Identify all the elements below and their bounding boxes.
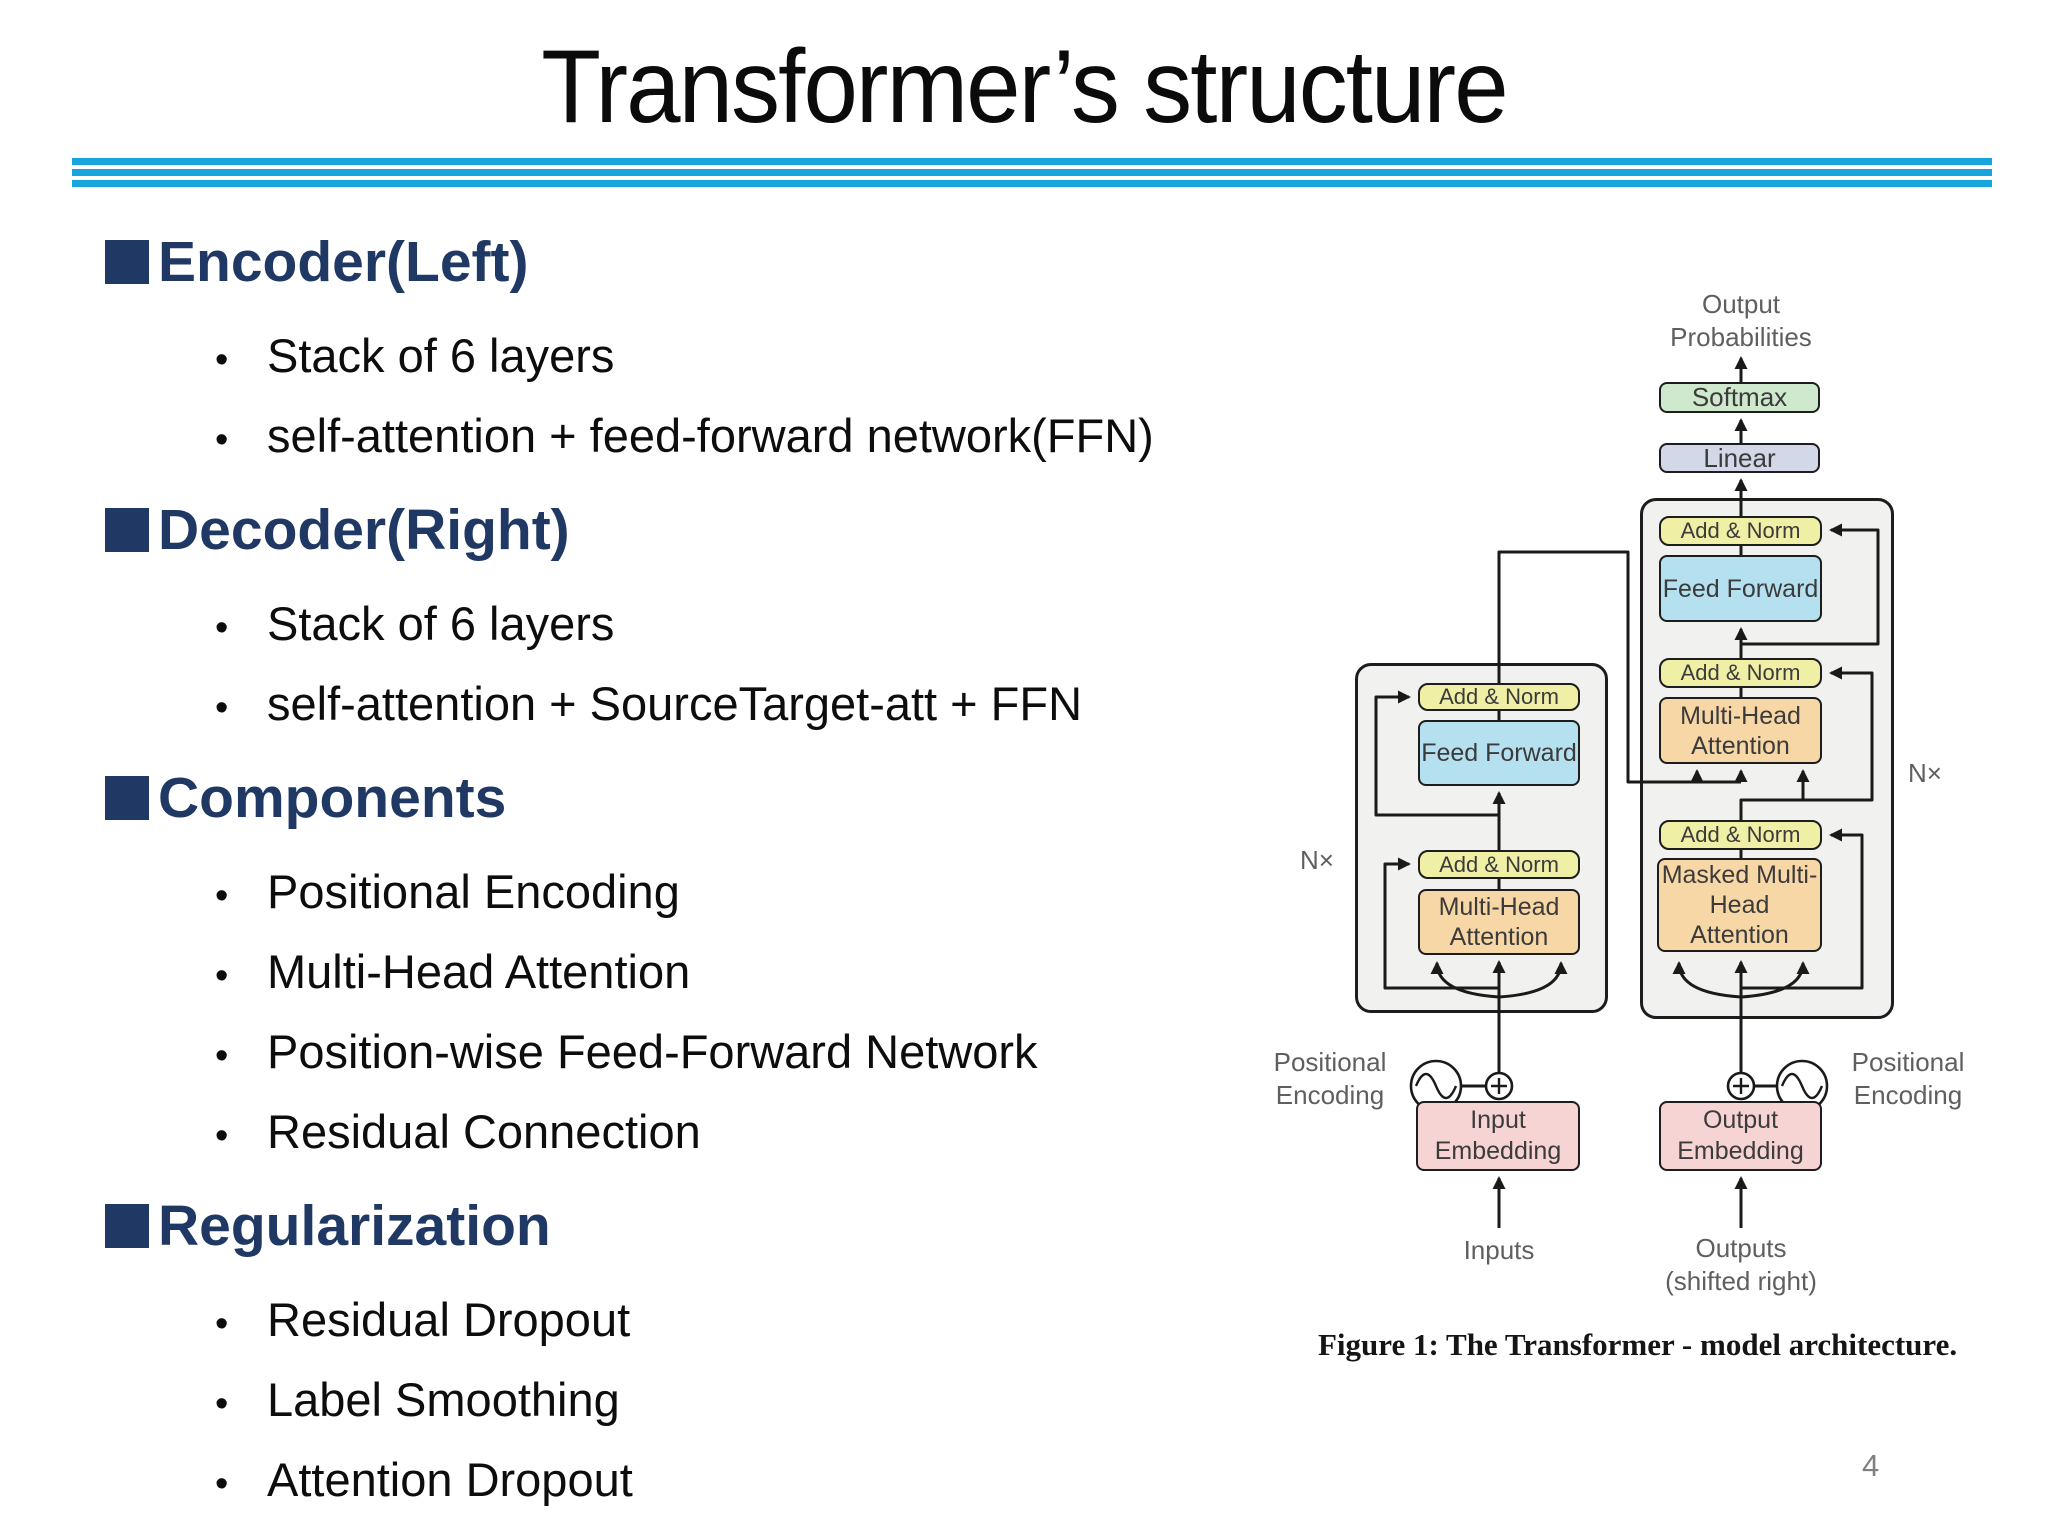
- section-heading-components: Components: [105, 762, 1345, 834]
- title-rule-3: [72, 180, 1992, 187]
- dot-bullet-icon: •: [215, 419, 229, 461]
- inputs-label: Inputs: [1463, 1235, 1535, 1265]
- bullet-text: Residual Dropout: [267, 1293, 631, 1346]
- input-embedding-label: Input Embedding: [1434, 1106, 1562, 1165]
- dot-bullet-icon: •: [215, 955, 229, 997]
- figure-caption: Figure 1: The Transformer - model archit…: [1318, 1327, 1958, 1362]
- bullet-item: • Stack of 6 layers: [105, 586, 1345, 666]
- bullet-item: • self-attention + feed-forward network(F…: [105, 398, 1345, 478]
- feed-forward-label: Feed Forward: [1421, 739, 1577, 767]
- output-embedding-label: Output Embedding: [1677, 1106, 1804, 1165]
- title-rule-1: [72, 158, 1992, 165]
- add-norm-label: Add & Norm: [1680, 660, 1801, 685]
- section-heading-regularization: Regularization: [105, 1190, 1345, 1262]
- section-heading-encoder: Encoder(Left): [105, 226, 1345, 298]
- square-bullet-icon: [105, 240, 149, 284]
- square-bullet-icon: [105, 508, 149, 552]
- bullet-text: Residual Connection: [267, 1105, 701, 1158]
- bullet-item: • Residual Connection: [105, 1094, 1345, 1174]
- softmax-box: Softmax: [1659, 382, 1820, 413]
- linear-box: Linear: [1659, 443, 1820, 473]
- nx-label-left: N×: [1300, 845, 1334, 875]
- add-norm-label: Add & Norm: [1680, 518, 1801, 543]
- output-embedding-box: Output Embedding: [1659, 1101, 1822, 1171]
- section-heading-label: Components: [158, 766, 507, 830]
- bullet-item: • self-attention + SourceTarget-att + FFN: [105, 666, 1345, 746]
- input-embedding-box: Input Embedding: [1416, 1101, 1580, 1171]
- dot-bullet-icon: •: [215, 1383, 229, 1425]
- dot-bullet-icon: •: [215, 875, 229, 917]
- bullet-text: self-attention + feed-forward network(FF…: [267, 409, 1154, 462]
- bullet-text: Multi-Head Attention: [267, 945, 691, 998]
- section-heading-label: Regularization: [158, 1194, 551, 1258]
- decoder-add-norm-mid-box: Add & Norm: [1659, 658, 1822, 688]
- nx-label-right: N×: [1908, 758, 1942, 788]
- bullet-text: Stack of 6 layers: [267, 597, 615, 650]
- bullet-item: • Multi-Head Attention: [105, 934, 1345, 1014]
- dot-bullet-icon: •: [215, 687, 229, 729]
- title-rule-2: [72, 169, 1992, 176]
- bullet-text: Position-wise Feed-Forward Network: [267, 1025, 1038, 1078]
- dot-bullet-icon: •: [215, 1115, 229, 1157]
- bullet-item: • Attention Dropout: [105, 1442, 1345, 1522]
- multi-head-attention-label: Multi-Head Attention: [1438, 893, 1560, 951]
- add-norm-label: Add & Norm: [1439, 851, 1559, 877]
- decoder-add-norm-bottom-box: Add & Norm: [1659, 820, 1822, 850]
- softmax-label: Softmax: [1691, 382, 1788, 412]
- add-norm-label: Add & Norm: [1439, 684, 1559, 709]
- dot-bullet-icon: •: [215, 339, 229, 381]
- encoder-multi-head-attention-box: Multi-Head Attention: [1418, 889, 1580, 955]
- multi-head-attention-label: Multi-Head Attention: [1680, 701, 1801, 760]
- bullet-text: self-attention + SourceTarget-att + FFN: [267, 677, 1083, 730]
- masked-multi-head-attention-label: Masked Multi-Head Attention: [1661, 861, 1818, 949]
- page-number: 4: [1862, 1448, 1880, 1483]
- square-bullet-icon: [105, 776, 149, 820]
- bullet-text: Attention Dropout: [267, 1453, 633, 1506]
- bullet-item: • Positional Encoding: [105, 854, 1345, 934]
- decoder-add-norm-top-box: Add & Norm: [1659, 516, 1822, 546]
- masked-multi-head-attention-box: Masked Multi-Head Attention: [1657, 858, 1822, 952]
- dot-bullet-icon: •: [215, 1303, 229, 1345]
- section-heading-decoder: Decoder(Right): [105, 494, 1345, 566]
- section-heading-label: Encoder(Left): [158, 230, 529, 294]
- section-heading-label: Decoder(Right): [158, 498, 570, 562]
- feed-forward-label: Feed Forward: [1662, 574, 1819, 603]
- positional-encoding-label-right: Positional Encoding: [1851, 1047, 1965, 1110]
- positional-encoding-label-left: Positional Encoding: [1273, 1047, 1387, 1110]
- slide-title: Transformer’s structure: [541, 29, 1508, 145]
- dot-bullet-icon: •: [215, 1035, 229, 1077]
- bullet-item: • Label Smoothing: [105, 1362, 1345, 1442]
- dot-bullet-icon: •: [215, 1463, 229, 1505]
- decoder-feed-forward-box: Feed Forward: [1659, 555, 1822, 622]
- square-bullet-icon: [105, 1204, 149, 1248]
- encoder-add-norm-top-box: Add & Norm: [1418, 683, 1580, 711]
- encoder-add-norm-bottom-box: Add & Norm: [1418, 850, 1580, 879]
- add-norm-label: Add & Norm: [1680, 822, 1801, 847]
- bullet-text: Stack of 6 layers: [267, 329, 615, 382]
- decoder-multi-head-attention-box: Multi-Head Attention: [1659, 697, 1822, 764]
- bullet-text: Label Smoothing: [267, 1373, 620, 1426]
- outline: Encoder(Left) • Stack of 6 layers • self-a…: [105, 226, 1345, 1522]
- bullet-item: • Position-wise Feed-Forward Network: [105, 1014, 1345, 1094]
- bullet-text: Positional Encoding: [267, 865, 680, 918]
- linear-label: Linear: [1703, 442, 1776, 473]
- outputs-label: Outputs (shifted right): [1665, 1233, 1817, 1296]
- output-probabilities-label: Output Probabilities: [1670, 289, 1812, 352]
- encoder-feed-forward-box: Feed Forward: [1418, 720, 1580, 786]
- bullet-item: • Residual Dropout: [105, 1282, 1345, 1362]
- bullet-item: • Stack of 6 layers: [105, 318, 1345, 398]
- diagram-wires: [1374, 356, 1880, 1228]
- dot-bullet-icon: •: [215, 607, 229, 649]
